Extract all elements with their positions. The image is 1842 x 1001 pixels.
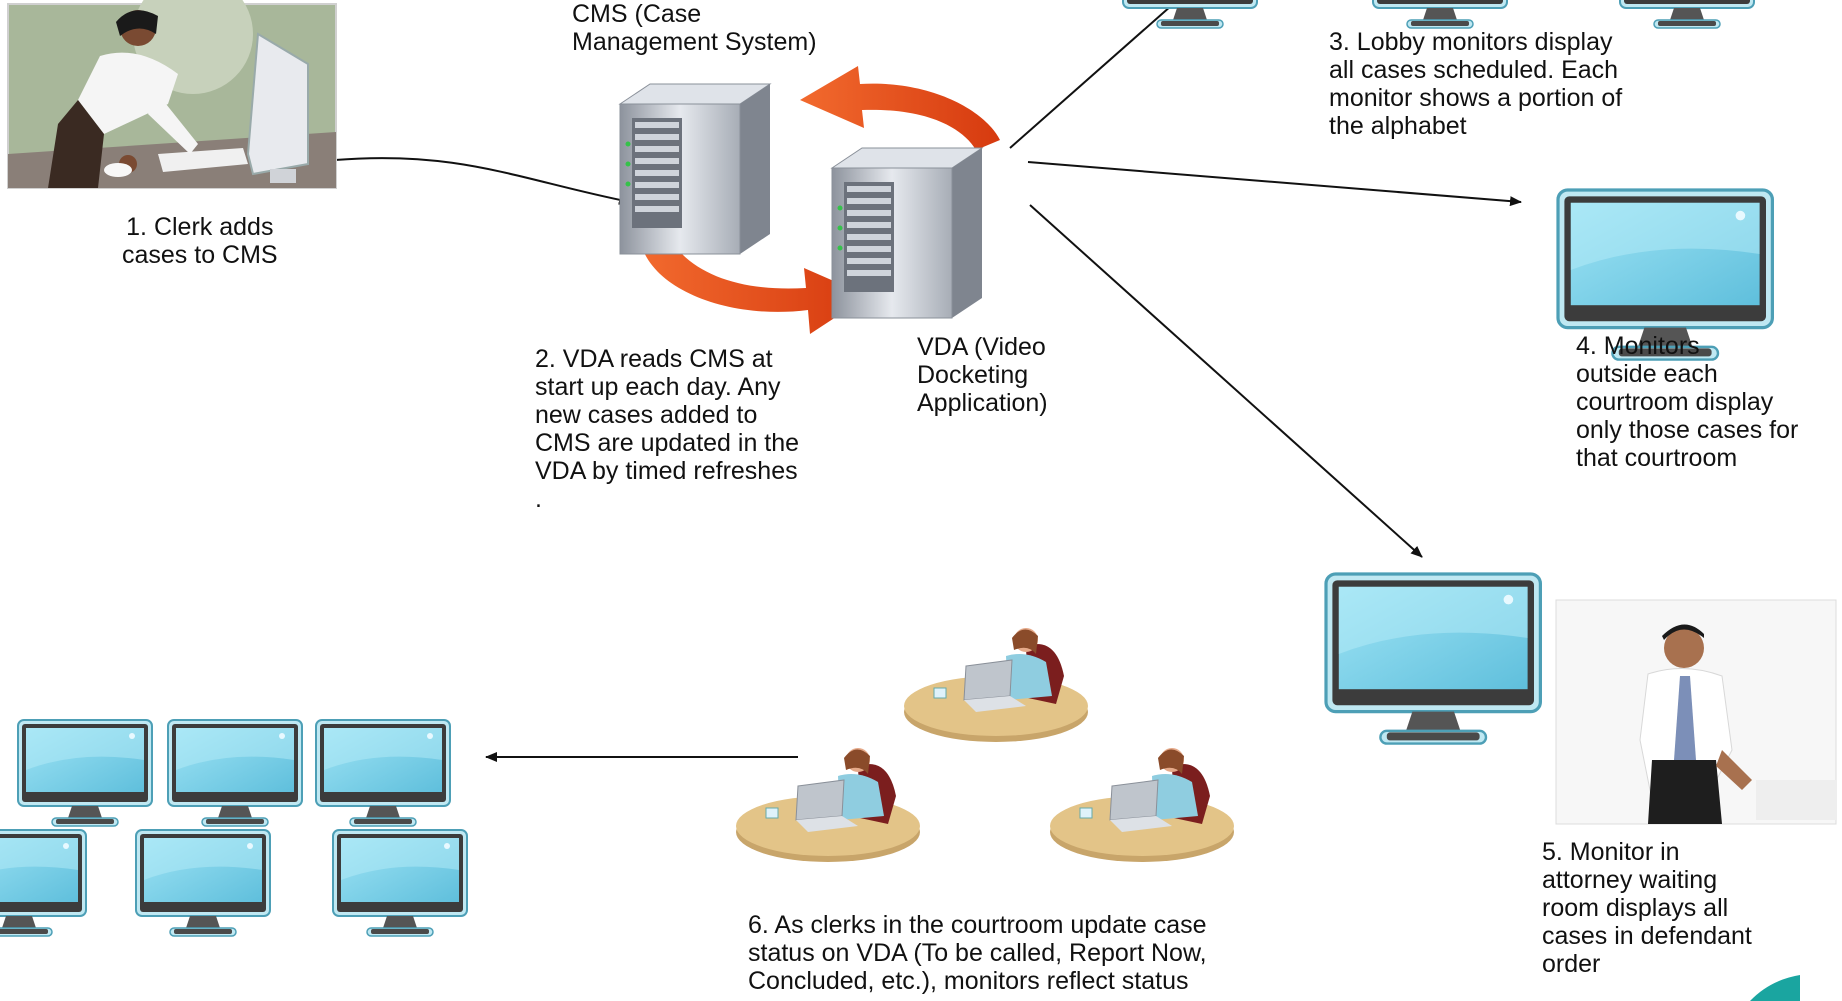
attorney-monitor-icon — [1324, 572, 1543, 746]
step-6-label: 6. As clerks in the courtroom update cas… — [748, 911, 1207, 995]
step-4-label: 4. Monitors outside each courtroom displ… — [1576, 332, 1799, 472]
vda-label: VDA (Video Docketing Application) — [917, 333, 1048, 417]
step-2-label: 2. VDA reads CMS at start up each day. A… — [535, 345, 800, 513]
arrow-vda-to-courtroom-monitor — [1027, 161, 1522, 207]
courtroom-clerk-icon — [1049, 747, 1235, 863]
arrow-clerk-to-cms — [334, 157, 631, 205]
cms-server-icon — [619, 83, 771, 255]
step-1-label: 1. Clerk adds cases to CMS — [122, 213, 278, 269]
lobby-monitor-icon — [1122, 0, 1258, 29]
corner-swoosh-icon — [1750, 975, 1800, 1001]
lobby-monitor-icon — [1619, 0, 1755, 29]
monitor-grid — [0, 719, 468, 937]
step-5-label: 5. Monitor in attorney waiting room disp… — [1542, 838, 1752, 978]
cms-label: CMS (Case Management System) — [572, 0, 817, 56]
clerk-photo — [7, 0, 337, 189]
vda-server-icon — [831, 147, 983, 319]
courtroom-clerk-icon — [735, 747, 921, 863]
courtroom-clerk-icon — [903, 627, 1089, 743]
attorney-photo — [1555, 599, 1837, 825]
step-3-label: 3. Lobby monitors display all cases sche… — [1329, 28, 1623, 140]
arrow-vda-to-attorney-monitor — [1029, 204, 1423, 558]
sync-arrows-icon — [640, 66, 1000, 334]
lobby-monitor-icon — [1372, 0, 1508, 29]
arrow-vda-to-lobby — [1009, 0, 1180, 149]
